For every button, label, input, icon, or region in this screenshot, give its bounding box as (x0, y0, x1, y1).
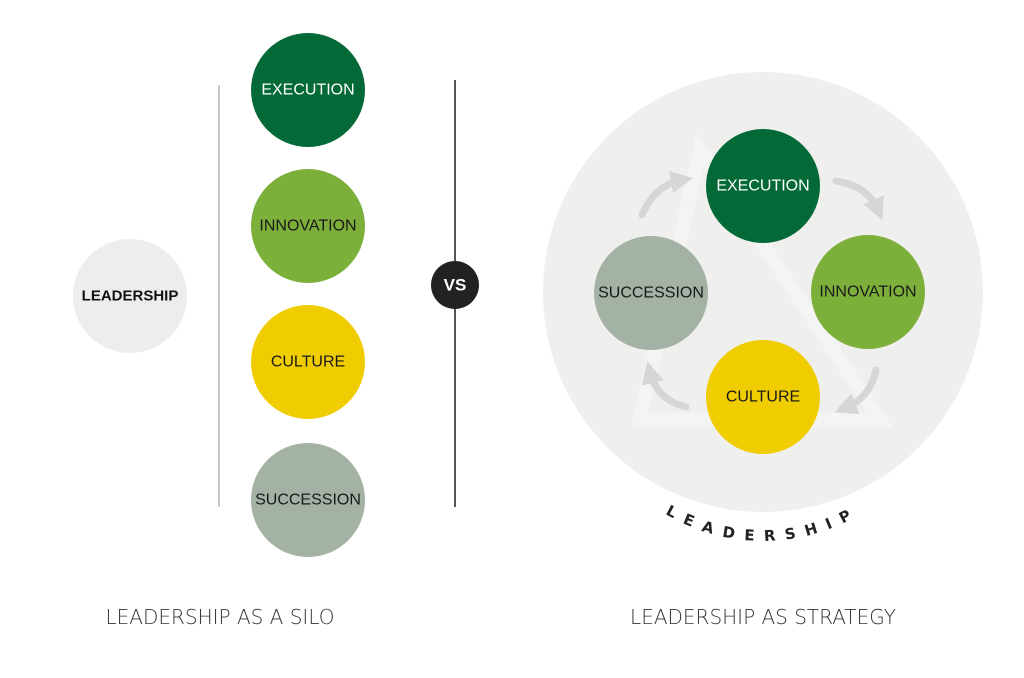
leadership-circle (73, 239, 187, 353)
cycle-arrows (638, 171, 885, 415)
right-culture-label: CULTURE (726, 389, 800, 406)
arrow-succession-to-execution (638, 171, 694, 219)
left-innovation-label: INNOVATION (259, 218, 356, 235)
strategy-diagram: EXECUTION INNOVATION CULTURE SUCCESSION LEA… (543, 72, 983, 629)
arrow-execution-to-innovation (832, 177, 885, 221)
left-succession-circle (251, 443, 365, 557)
leadership-label: LEADERSHIP (82, 288, 179, 305)
right-culture-circle (706, 340, 820, 454)
right-innovation-circle (811, 235, 925, 349)
arrow-culture-to-succession (641, 361, 690, 411)
silo-diagram: LEADERSHIP EXECUTION INNOVATION CULTURE SUC… (73, 33, 365, 629)
left-execution-circle (251, 33, 365, 147)
right-execution-circle (706, 129, 820, 243)
silo-caption: LEADERSHIP AS A SILO (106, 605, 335, 629)
left-innovation-circle (251, 169, 365, 283)
right-succession-circle (594, 236, 708, 350)
vs-label: VS (444, 276, 467, 295)
left-succession-label: SUCCESSION (255, 492, 361, 509)
vs-badge (431, 261, 479, 309)
right-execution-label: EXECUTION (716, 178, 809, 195)
left-culture-label: CULTURE (271, 354, 345, 371)
left-culture-circle (251, 305, 365, 419)
arrow-innovation-to-culture (834, 366, 880, 415)
right-innovation-label: INNOVATION (819, 284, 916, 301)
right-succession-label: SUCCESSION (598, 285, 704, 302)
strategy-caption: LEADERSHIP AS STRATEGY (630, 605, 896, 629)
left-execution-label: EXECUTION (261, 82, 354, 99)
